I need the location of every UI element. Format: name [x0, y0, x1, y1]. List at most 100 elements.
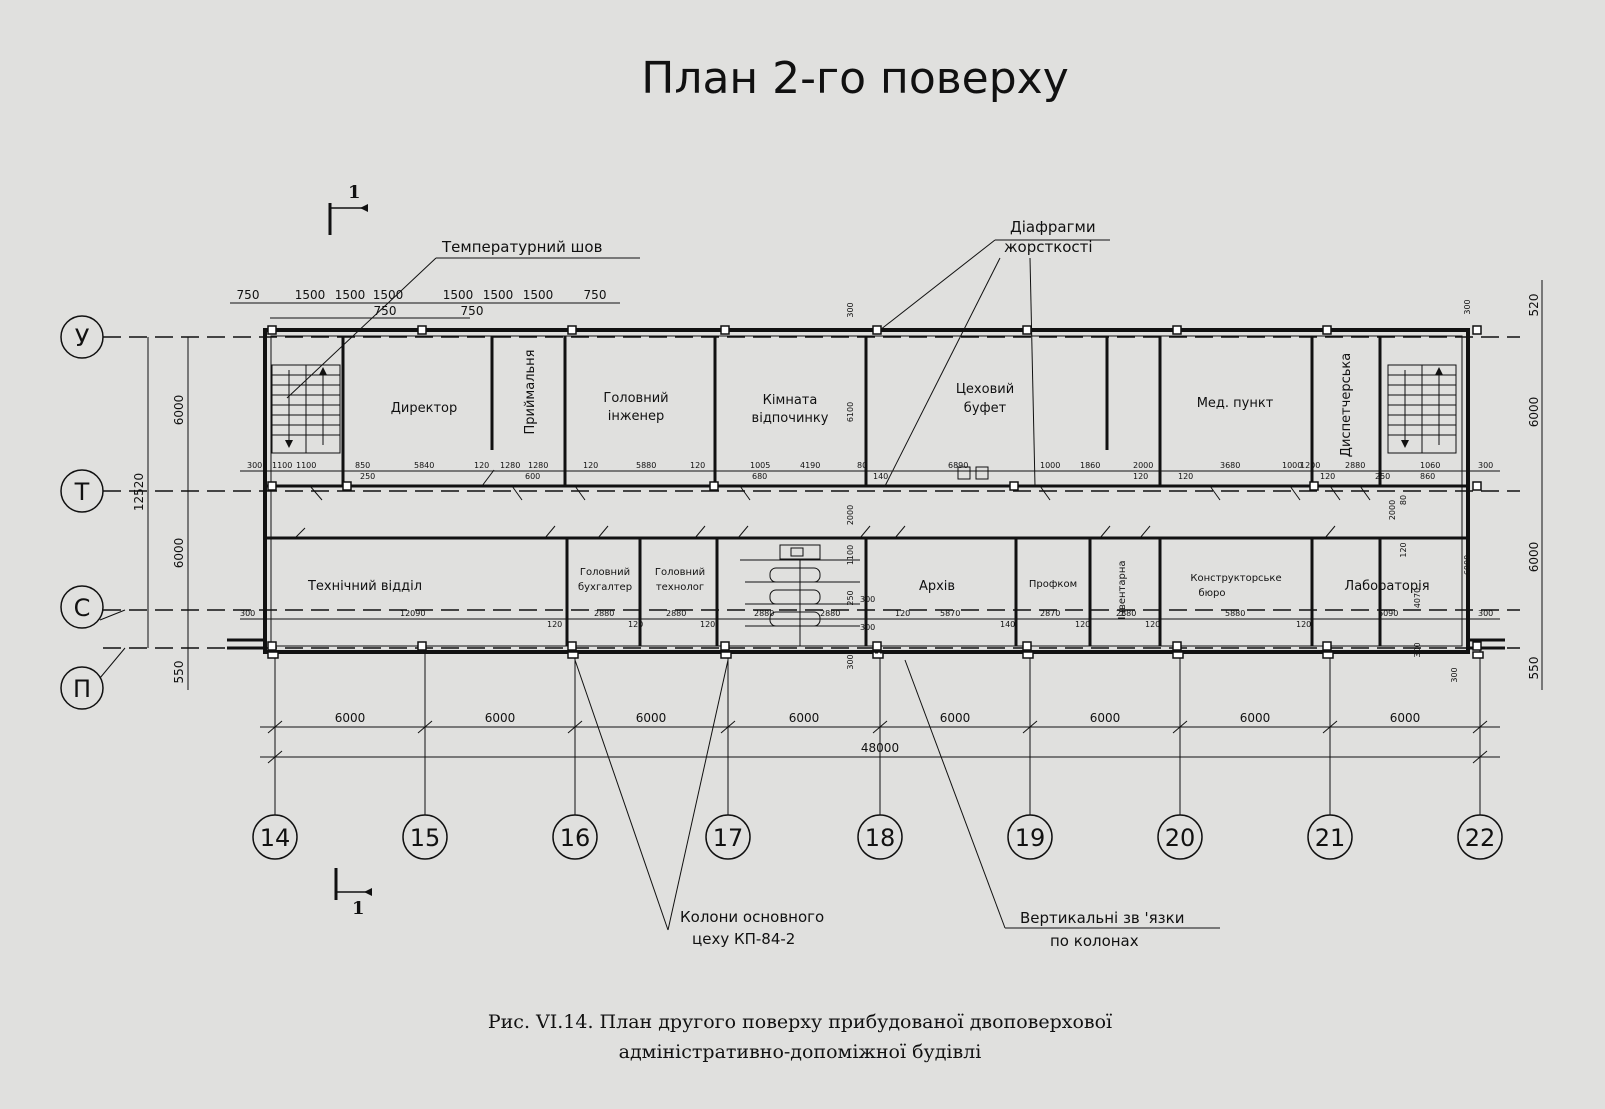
- callout-text: по колонах: [1050, 932, 1139, 950]
- top-dim: 1500: [295, 288, 326, 302]
- room-chief-technologist-1: Головний: [655, 567, 705, 578]
- top-dim: 750: [374, 304, 397, 318]
- room-design-bureau-1: Конструкторське: [1190, 573, 1281, 584]
- sanitary-fixtures: [740, 466, 989, 646]
- doors: [294, 469, 1371, 539]
- corridor-dim: 680: [752, 472, 767, 481]
- axis-label: 16: [560, 824, 591, 852]
- left-dim: 550: [172, 661, 186, 684]
- right-dim: 300: [1450, 667, 1459, 682]
- row-axis-p: П: [60, 609, 126, 710]
- corridor-dim: 120: [1145, 620, 1160, 629]
- corridor-dim: 1200: [1300, 461, 1320, 470]
- misc-dim: 300: [860, 623, 875, 632]
- corridor-dim: 1000: [1040, 461, 1060, 470]
- section-mark-label: 1: [348, 182, 361, 203]
- column-axis-20: 20: [1157, 814, 1203, 860]
- top-dim: 1500: [523, 288, 554, 302]
- corridor-dim: 6090: [1378, 609, 1398, 618]
- corridor-dim: 120: [1296, 620, 1311, 629]
- callout-text: Температурний шов: [441, 238, 602, 256]
- staircase-left: [271, 364, 341, 454]
- row-axis-markers: У Т С П: [60, 315, 126, 710]
- right-dim: 6000: [1527, 542, 1541, 573]
- row-axis-t: Т: [60, 469, 104, 513]
- row-axis-s: С: [60, 585, 104, 629]
- room-chief-engineer-1: Головний: [603, 391, 668, 406]
- top-dimensions: 750 1500 1500 1500 1500 1500 1500 750 75…: [230, 288, 620, 319]
- top-dim: 1500: [443, 288, 474, 302]
- corridor-dim: 5880: [636, 461, 656, 470]
- top-dim: 750: [461, 304, 484, 318]
- room-laboratory: Лабораторія: [1344, 579, 1429, 594]
- figure-caption-line2: адміністративно-допоміжної будівлі: [619, 1041, 982, 1063]
- room-chief-engineer-2: інженер: [608, 409, 665, 424]
- column-axis-17: 17: [705, 814, 751, 860]
- corridor-dim: 3680: [1220, 461, 1240, 470]
- corridor-dim: 2870: [1040, 609, 1060, 618]
- right-dim: 6000: [1527, 397, 1541, 428]
- corridor-dim: 120: [474, 461, 489, 470]
- corridor-dim: 5880: [1225, 609, 1245, 618]
- top-dim: 750: [237, 288, 260, 302]
- corridor-dim: 2880: [820, 609, 840, 618]
- corridor-dim: 120: [895, 609, 910, 618]
- corridor-dim: 1280: [500, 461, 520, 470]
- column-axis-16: 16: [552, 814, 598, 860]
- corridor-dim: 2880: [666, 609, 686, 618]
- top-dim: 1500: [335, 288, 366, 302]
- misc-dim: 250: [846, 590, 855, 605]
- corridor-dim: 1000: [1282, 461, 1302, 470]
- misc-dim: 2000: [1388, 500, 1397, 520]
- corridor-dim: 80: [857, 461, 867, 470]
- corridor-dimensions-bottom: 300 12090 120 2880 120 2880 120 2880 288…: [240, 609, 1500, 629]
- corridor-dim: 2000: [1133, 461, 1153, 470]
- callout-text: Вертикальні зв 'язки: [1020, 909, 1184, 927]
- misc-dim: 120: [1399, 542, 1408, 557]
- room-buffet-1: Цеховий: [956, 382, 1014, 397]
- column-axis-19: 19: [1007, 814, 1053, 860]
- misc-dim: 300: [846, 654, 855, 669]
- span-dim: 6000: [335, 711, 366, 725]
- misc-dim: 80: [1399, 495, 1408, 505]
- misc-dim: 2000: [846, 505, 855, 525]
- section-mark-label: 1: [352, 898, 365, 919]
- corridor-dim: 120: [1178, 472, 1193, 481]
- right-dim: 300: [1463, 299, 1472, 314]
- room-rest-2: відпочинку: [752, 411, 829, 426]
- column-axis-14: 14: [252, 814, 298, 860]
- misc-dim: 4070: [1413, 588, 1422, 608]
- corridor-dim: 860: [1420, 472, 1435, 481]
- room-buffet-2: буфет: [964, 401, 1007, 416]
- corridor-dim: 2880: [1116, 609, 1136, 618]
- corridor-dim: 120: [1320, 472, 1335, 481]
- callout-text: жорсткості: [1004, 238, 1093, 256]
- misc-dimensions: 6100 2000 1100 250 2000 80 120 4070 300 …: [846, 302, 1422, 669]
- corridor-dim: 1005: [750, 461, 770, 470]
- corridor-dim: 300: [1478, 609, 1493, 618]
- axis-label: 22: [1465, 824, 1496, 852]
- column-axis-21: 21: [1307, 814, 1353, 860]
- room-chief-technologist-2: технолог: [656, 582, 704, 593]
- span-dim: 6000: [485, 711, 516, 725]
- axis-label: 18: [865, 824, 896, 852]
- misc-dim: 300: [860, 595, 875, 604]
- span-dim: 6000: [636, 711, 667, 725]
- corridor-dim: 300: [1478, 461, 1493, 470]
- top-dim: 750: [584, 288, 607, 302]
- callout-text: цеху КП-84-2: [692, 930, 795, 948]
- misc-dim: 1100: [846, 545, 855, 565]
- callout-columns: Колони основного цеху КП-84-2: [574, 659, 824, 948]
- total-dim: 48000: [861, 741, 899, 755]
- span-dim: 6000: [1240, 711, 1271, 725]
- left-dim: 6000: [172, 395, 186, 426]
- corridor-dim: 300: [247, 461, 262, 470]
- corridor-dim: 120: [547, 620, 562, 629]
- building-walls: [227, 328, 1505, 654]
- corridor-dim: 1100: [296, 461, 316, 470]
- column-axis-15: 15: [402, 814, 448, 860]
- span-dimensions: 6000 6000 6000 6000 6000 6000 6000 6000 …: [260, 711, 1500, 764]
- corridor-dim: 850: [355, 461, 370, 470]
- corridor-dim: 6890: [948, 461, 968, 470]
